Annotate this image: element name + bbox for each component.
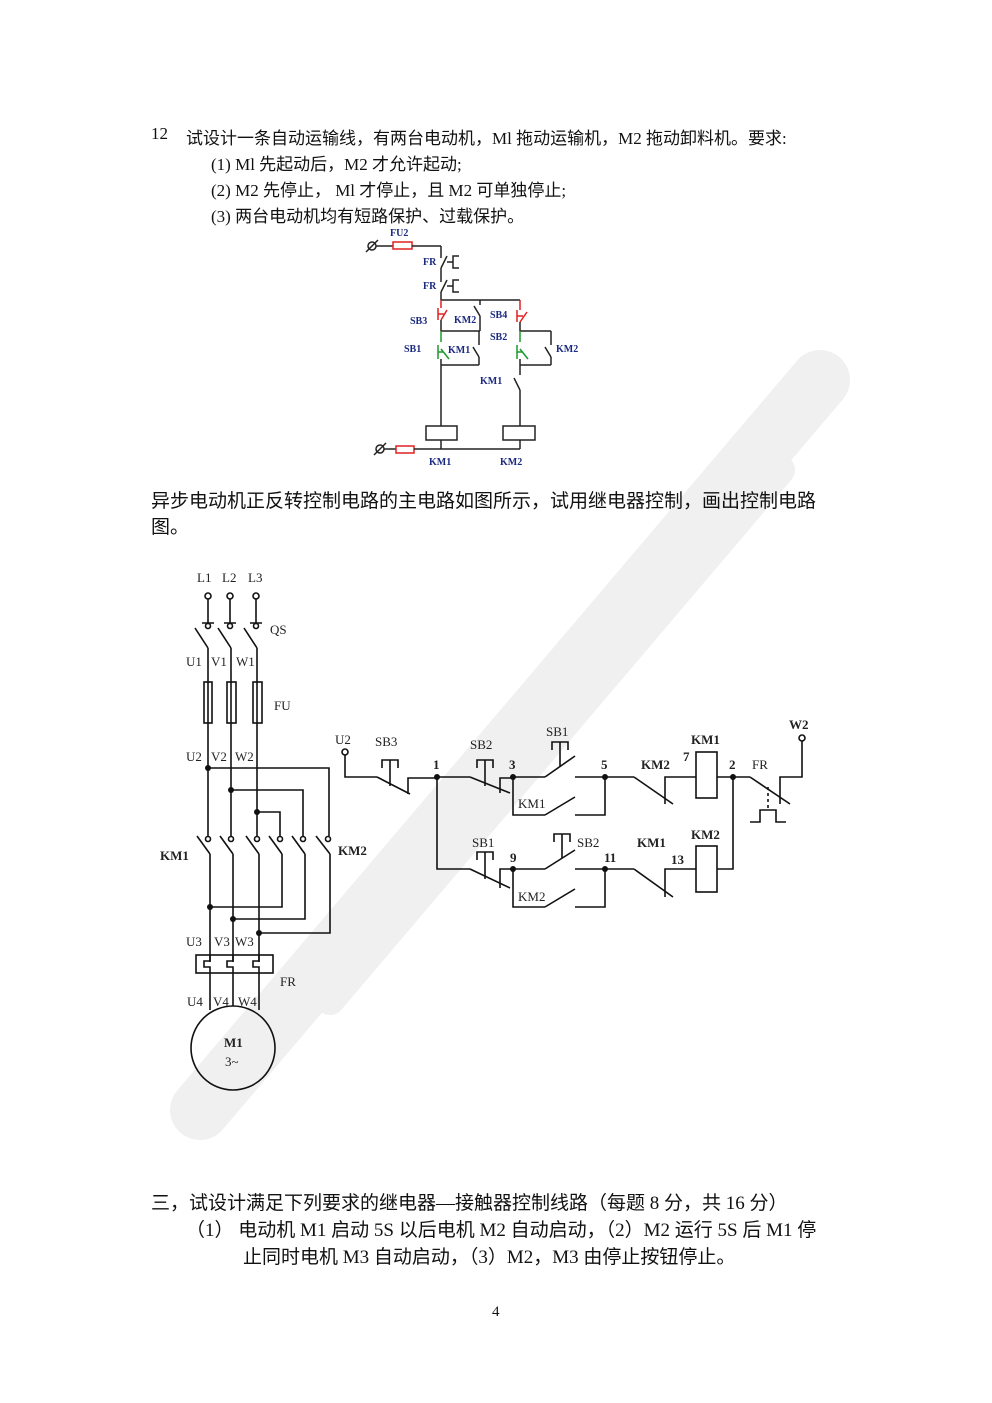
fuse-icon xyxy=(252,681,263,724)
control-circuit-wires xyxy=(341,734,806,908)
coil-km1-icon xyxy=(695,751,718,799)
requirement-1: (1) Ml 先起动后，M2 才允许起动; xyxy=(211,155,462,174)
question-number: 12 xyxy=(151,124,168,143)
label-l2: L2 xyxy=(222,570,236,585)
label-v3: V3 xyxy=(214,934,230,949)
label-u3: U3 xyxy=(186,934,202,949)
node-11: 11 xyxy=(604,850,616,865)
section-3-title: 三，试设计满足下列要求的继电器—接触器控制线路（每题 8 分，共 16 分） xyxy=(151,1193,788,1214)
label-km1: KM1 xyxy=(448,345,470,356)
label-w4: W4 xyxy=(238,994,257,1009)
label-motor-type: 3~ xyxy=(225,1054,239,1069)
label-v2: V2 xyxy=(211,749,227,764)
label-motor: M1 xyxy=(224,1035,243,1050)
label-w2: W2 xyxy=(235,749,254,764)
label-sb1-bottom: SB1 xyxy=(472,835,494,850)
coil-km2-icon xyxy=(695,845,718,893)
node-3: 3 xyxy=(509,757,516,772)
requirement-3: (3) 两台电动机均有短路保护、过载保护。 xyxy=(211,207,525,226)
label-coil-km1: KM1 xyxy=(429,457,451,468)
label-fu2: FU2 xyxy=(390,228,408,239)
label-sb3: SB3 xyxy=(375,734,397,749)
label-km1-nc: KM1 xyxy=(637,835,666,850)
label-u2: U2 xyxy=(186,749,202,764)
label-u2: U2 xyxy=(335,732,351,747)
label-fr: FR xyxy=(280,974,296,989)
node-9: 9 xyxy=(510,850,517,865)
section-3-item1-line2: 止同时电机 M3 自动启动，（3）M2，M3 由停止按钮停止。 xyxy=(243,1247,736,1268)
label-fr: FR xyxy=(752,757,768,772)
label-coil-km1: KM1 xyxy=(691,732,720,747)
main-circuit-wires xyxy=(190,592,332,1091)
fuse-icon xyxy=(203,681,213,724)
label-coil-km2: KM2 xyxy=(691,827,720,842)
label-sb2-bottom: SB2 xyxy=(577,835,599,850)
label-km1-hold: KM1 xyxy=(518,796,545,811)
question-reverse-line1: 异步电动机正反转控制电路的主电路如图所示，试用继电器控制，画出控制电路 xyxy=(151,491,817,512)
node-1: 1 xyxy=(433,757,440,772)
label-km2: KM2 xyxy=(454,315,476,326)
thermal-relay-icon xyxy=(195,954,274,974)
label-coil-km2: KM2 xyxy=(500,457,522,468)
page-number: 4 xyxy=(492,1304,500,1320)
label-fu: FU xyxy=(274,698,291,713)
label-v1: V1 xyxy=(211,654,227,669)
node-2: 2 xyxy=(729,757,736,772)
question-reverse-line2: 图。 xyxy=(151,517,190,538)
label-u4: U4 xyxy=(187,994,203,1009)
label-l3: L3 xyxy=(248,570,262,585)
node-5: 5 xyxy=(601,757,608,772)
label-fr: FR xyxy=(423,257,437,268)
label-u1: U1 xyxy=(186,654,202,669)
question-text: 试设计一条自动运输线，有两台电动机，Ml 拖动运输机，M2 拖动卸料机。要求: xyxy=(186,129,787,148)
label-km2-hold: KM2 xyxy=(518,889,545,904)
circuit-wires xyxy=(365,239,552,456)
label-sb1: SB1 xyxy=(404,344,421,355)
label-fr: FR xyxy=(423,281,437,292)
label-sb3: SB3 xyxy=(410,316,427,327)
label-w3: W3 xyxy=(235,934,254,949)
label-sb1: SB1 xyxy=(546,724,568,739)
requirement-2: (2) M2 先停止， Ml 才停止，且 M2 可单独停止; xyxy=(211,181,567,200)
label-l1: L1 xyxy=(197,570,211,585)
label-km2: KM2 xyxy=(338,843,367,858)
label-sb2: SB2 xyxy=(470,737,492,752)
node-13: 13 xyxy=(671,852,685,867)
node-7: 7 xyxy=(683,749,690,764)
label-w1: W1 xyxy=(236,654,255,669)
label-km2-nc: KM2 xyxy=(641,757,670,772)
label-sb2: SB2 xyxy=(490,332,507,343)
coil-km2-icon xyxy=(502,425,536,441)
label-km2: KM2 xyxy=(556,344,578,355)
label-km1: KM1 xyxy=(160,848,189,863)
fuse-icon xyxy=(226,681,237,724)
label-qs: QS xyxy=(270,622,287,637)
section-3-item1-line1: （1） 电动机 M1 启动 5S 以后电机 M2 自动启动，（2）M2 运行 5… xyxy=(186,1220,817,1241)
motor-icon xyxy=(190,1005,276,1091)
label-sb4: SB4 xyxy=(490,310,507,321)
label-w2: W2 xyxy=(789,717,809,732)
label-km1: KM1 xyxy=(480,376,502,387)
label-v4: V4 xyxy=(213,994,229,1009)
